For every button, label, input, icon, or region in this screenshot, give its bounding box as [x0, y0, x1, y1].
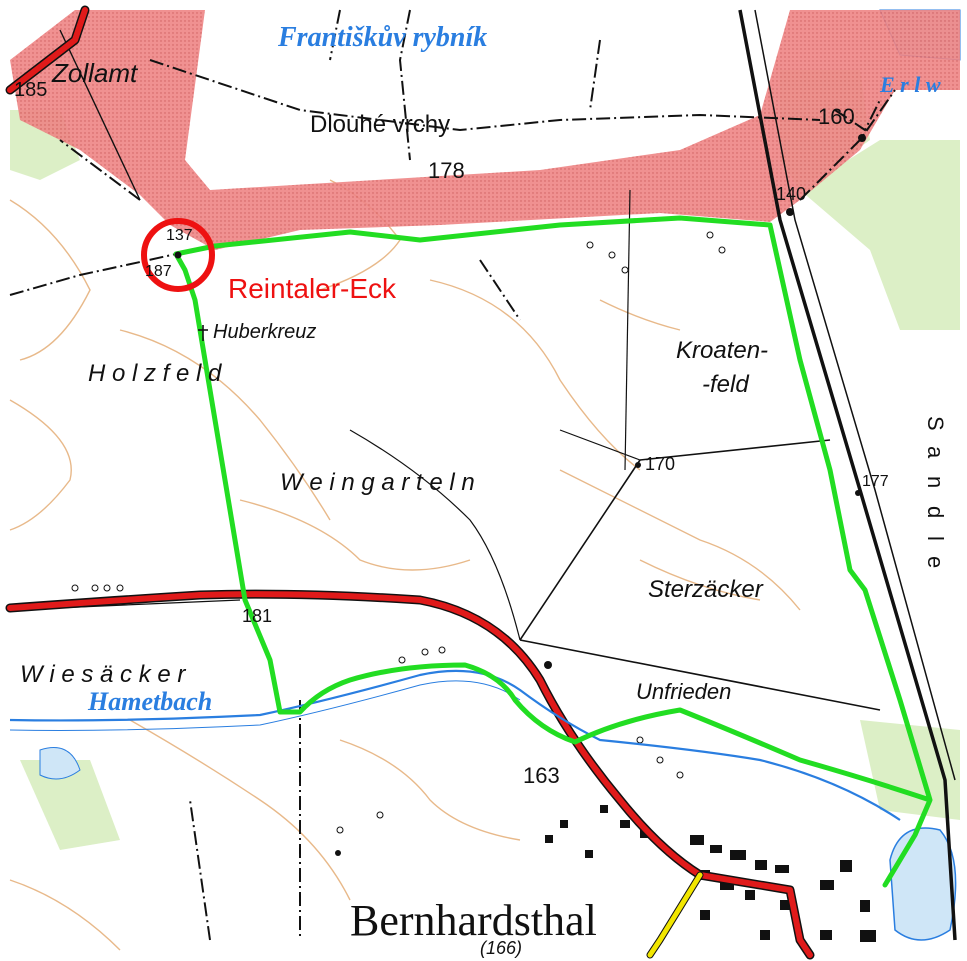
place-unfrieden: Unfrieden	[636, 679, 731, 704]
elevation-label: 160	[818, 104, 855, 129]
elevation-label: 163	[523, 763, 560, 788]
place-bernhardsthal-alt: (166)	[480, 938, 522, 958]
marker-label[interactable]: Reintaler-Eck	[228, 273, 397, 304]
elevation-label: 181	[242, 606, 272, 626]
water-name-hametbach: Hametbach	[87, 687, 212, 716]
elevation-label: 170	[645, 454, 675, 474]
water-name-frantiskuv: Františkův rybník	[277, 22, 487, 53]
place-sandler-letter: S	[923, 416, 948, 431]
elevation-label: 178	[428, 158, 465, 183]
elevation-label: 137	[166, 227, 193, 244]
paths	[9, 9, 957, 941]
place-kroaten-2: -feld	[702, 371, 749, 398]
place-kroaten-1: Kroaten-	[676, 337, 768, 364]
place-dlouhe-vrchy: Dlouhé vrchy	[310, 111, 450, 138]
stream-hametbach-bank	[9, 680, 521, 731]
cross-icon	[198, 325, 208, 341]
place-sandler-letter: l	[923, 536, 948, 541]
survey-point-icon	[335, 850, 341, 856]
contour-lines	[9, 179, 801, 951]
main-road-nw	[7, 7, 88, 93]
place-zollamt: Zollamt	[51, 58, 139, 88]
place-sandler-letter: e	[923, 556, 948, 568]
water-name-erlw: E r l w	[879, 72, 941, 97]
place-holzfeld: H o l z f e l d	[88, 360, 222, 387]
survey-point-icon	[635, 462, 641, 468]
elevation-label: 140	[776, 184, 806, 204]
boundary-lines	[9, 9, 896, 941]
hiking-route	[173, 215, 933, 888]
place-weingarteln: W e i n g a r t e l n	[280, 469, 475, 496]
vegetation-symbols	[71, 231, 726, 834]
elevation-label: 185	[14, 79, 47, 101]
survey-point-icon	[786, 208, 794, 216]
place-sandler-letter: d	[923, 506, 948, 518]
elevation-label: 177	[862, 473, 889, 490]
survey-point-icon	[858, 134, 866, 142]
border-zone	[10, 10, 960, 250]
place-sterzacker: Sterzäcker	[648, 576, 764, 603]
survey-point-icon	[174, 251, 182, 259]
roads	[5, 5, 815, 960]
survey-point-icon	[855, 490, 861, 496]
place-sandler-letter: n	[923, 476, 948, 488]
reintaler-eck-marker[interactable]	[141, 218, 215, 292]
main-road	[7, 591, 813, 958]
stream-hametbach	[9, 669, 901, 821]
secondary-road	[647, 872, 703, 958]
elevation-label: 187	[145, 263, 172, 280]
place-huberkreuz: Huberkreuz	[213, 321, 316, 343]
survey-point-icon	[544, 661, 552, 669]
place-sandler-letter: a	[923, 446, 948, 459]
place-bernhardsthal: Bernhardsthal	[350, 896, 597, 945]
place-wiesacker: W i e s ä c k e r	[20, 661, 186, 688]
